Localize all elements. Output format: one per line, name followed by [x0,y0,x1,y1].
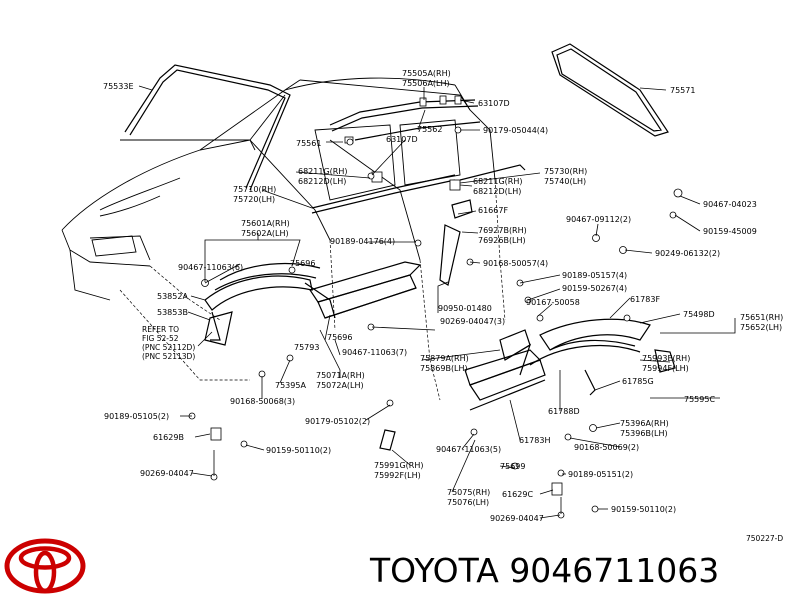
drawing-code: 750227-D [746,534,783,543]
vehicle-outline [61,77,506,401]
label-90159-45009: 90159-45009 [703,227,757,236]
label-63107D: 63107D [386,135,418,144]
label-75071A: 75071A(RH) [316,371,365,380]
label-61667F: 61667F [478,206,508,215]
label-90159-50110-a: 90159-50110(2) [266,446,331,455]
label-75498D: 75498D [683,310,715,319]
label-75710: 75710(RH) [233,185,276,194]
label-90168-50068: 90168-50068(3) [230,397,295,406]
toyota-logo-icon [4,538,86,594]
label-61629C: 61629C [502,490,533,499]
label-61629B: 61629B [153,433,184,442]
label-90950-01480: 90950-01480 [438,304,492,313]
label-61783H: 61783H [519,436,550,445]
label-75699: 75699 [500,462,525,471]
label-68211G-b: 68211G(RH) [473,177,522,186]
label-75602A: 75602A(LH) [241,229,289,238]
label-75561: 75561 [296,139,321,148]
refer-note-line-4: (PNC 52113D) [142,352,195,361]
label-75506A: 75506A(LH) [402,79,450,88]
label-90467-11063-7: 90467-11063(7) [342,348,407,357]
label-90189-05105: 90189-05105(2) [104,412,169,421]
part-labels: 75533E 75505A(RH) 75506A(LH) 63107D 7557… [103,69,783,523]
label-75793: 75793 [294,343,319,352]
label-75571: 75571 [670,86,695,95]
label-75730: 75730(RH) [544,167,587,176]
windshield-moulding [124,64,291,191]
rear-mudguard [499,329,532,376]
label-75076: 75076(LH) [447,498,489,507]
label-75072A: 75072A(LH) [316,381,364,390]
label-75395A: 75395A [275,381,306,390]
caption: TOYOTA 9046711063 [369,551,719,590]
label-90179-05044: 90179-05044(4) [483,126,548,135]
label-90467-11063-5: 90467-11063(5) [436,445,501,454]
refer-note: REFER TO FIG 52-52 (PNC 52112D) (PNC 521… [142,325,213,361]
label-68212D-b: 68212D(LH) [473,187,521,196]
label-61783F: 61783F [630,295,660,304]
label-90189-04176: 90189-04176(4) [330,237,395,246]
label-90269-04047-a: 90269-04047 [140,469,194,478]
quarter-moulding [464,349,546,411]
label-75696-b: 75696 [327,333,352,342]
label-75994F: 75994F(LH) [642,364,689,373]
label-90159-50110-b: 90159-50110(2) [611,505,676,514]
rear-glass-moulding [551,43,669,137]
label-76927B: 76927B(RH) [478,226,527,235]
label-90159-50267: 90159-50267(4) [562,284,627,293]
label-75595C: 75595C [684,395,715,404]
label-75651: 75651(RH) [740,313,783,322]
label-90179-05102: 90179-05102(2) [305,417,370,426]
label-75396B: 75396B(LH) [620,429,668,438]
label-61788D: 61788D [548,407,580,416]
leader-lines [138,85,736,519]
label-90467-04023: 90467-04023 [703,200,757,209]
label-90249-06132: 90249-06132(2) [655,249,720,258]
refer-note-line-2: FIG 52-52 [142,334,179,343]
label-75720: 75720(LH) [233,195,275,204]
label-75652: 75652(LH) [740,323,782,332]
label-75075: 75075(RH) [447,488,490,497]
label-75696-a: 75696 [290,259,315,268]
label-90189-05157: 90189-05157(4) [562,271,627,280]
label-53853B: 53853B [157,308,188,317]
label-90269-04047-b: 90269-04047 [490,514,544,523]
label-61785G: 61785G [622,377,654,386]
label-75879A: 75879A(RH) [420,354,469,363]
label-90167-50058: 90167-50058 [526,298,580,307]
label-75601A: 75601A(RH) [241,219,290,228]
door-mouldings [311,164,526,214]
label-53852A: 53852A [157,292,188,301]
mudflap-pieces [204,311,676,451]
label-75505A: 75505A(RH) [402,69,451,78]
label-75740: 75740(LH) [544,177,586,186]
label-68211G-a: 68211G(RH) [298,167,347,176]
label-75533E: 75533E [103,82,134,91]
label-75396A: 75396A(RH) [620,419,669,428]
label-76926B: 76926B(LH) [478,236,526,245]
refer-note-line-1: REFER TO [142,325,179,334]
label-75562: 75562 [417,125,442,134]
label-68212D-a: 68212D(LH) [298,177,346,186]
label-75869B: 75869B(LH) [420,364,468,373]
label-90269-04047-3: 90269-04047(3) [440,317,505,326]
label-90189-05151: 90189-05151(2) [568,470,633,479]
label-90168-50057: 90168-50057(4) [483,259,548,268]
front-fender-flare [204,262,336,341]
label-63107D-top: 63107D [478,99,510,108]
label-75992F: 75992F(LH) [374,471,421,480]
label-90168-50069: 90168-50069(2) [574,443,639,452]
refer-note-line-3: (PNC 52112D) [142,343,195,352]
label-75993E: 75993E(RH) [642,354,690,363]
fasteners [188,126,683,519]
label-90467-09112: 90467-09112(2) [566,215,631,224]
label-90467-11063-6: 90467-11063(6) [178,263,243,272]
door-side-moulding [309,261,422,319]
label-75991G: 75991G(RH) [374,461,423,470]
